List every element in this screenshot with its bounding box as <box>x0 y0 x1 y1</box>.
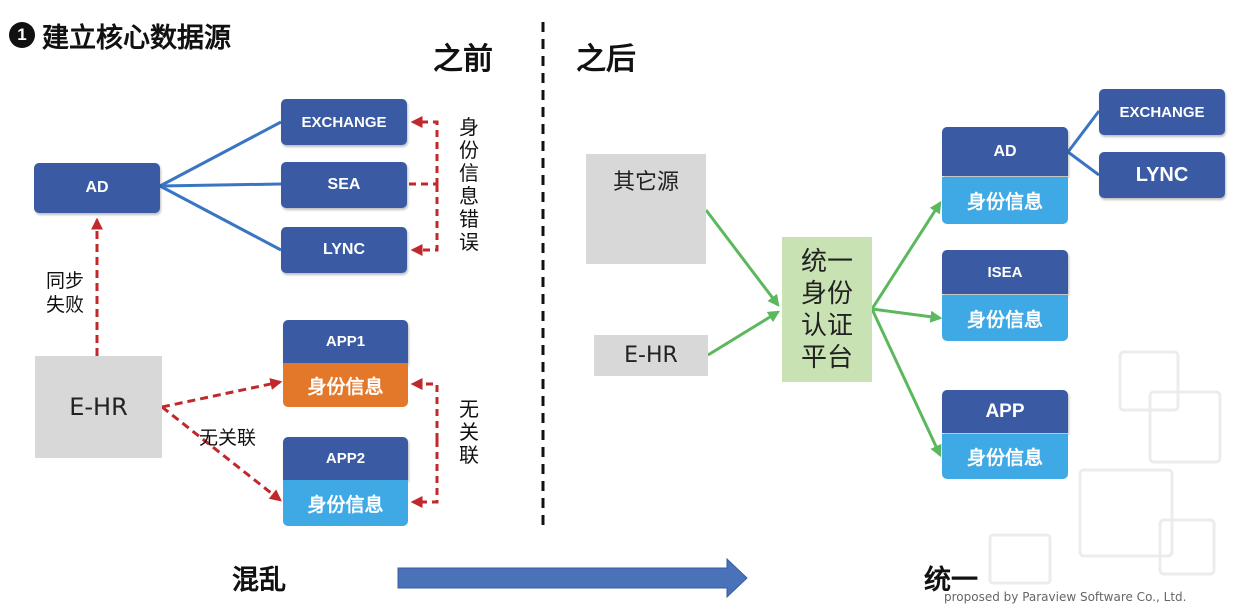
after-label: 之后 <box>576 42 636 77</box>
platform-box: 统一身份认证平台 <box>782 237 872 382</box>
title-bullet: 1 <box>9 22 35 48</box>
lync-box: LYNC <box>281 227 407 273</box>
chaos-label: 混乱 <box>232 565 286 596</box>
platform-arrows <box>870 200 943 458</box>
app2-identity-box: 身份信息 <box>283 480 408 526</box>
app-box-right: APP <box>942 390 1068 433</box>
app-identity-box: 身份信息 <box>942 434 1068 479</box>
unified-label: 统一 <box>924 565 978 596</box>
no-relation-vertical-label: 无关联 <box>459 397 479 467</box>
sync-fail-label-1: 同步 <box>46 270 85 292</box>
ad-links <box>159 120 282 252</box>
isea-box: ISEA <box>942 250 1068 294</box>
lync-box-right: LYNC <box>1099 152 1225 198</box>
exchange-box-right: EXCHANGE <box>1099 89 1225 135</box>
identity-error-bracket <box>409 116 439 256</box>
ad-identity-box: 身份信息 <box>942 177 1068 224</box>
isea-identity-box: 身份信息 <box>942 295 1068 341</box>
ehr-app-links <box>161 378 283 502</box>
sea-box: SEA <box>281 162 407 208</box>
transition-arrow <box>397 557 748 599</box>
ad-box: AD <box>34 163 160 213</box>
no-relation-bracket <box>410 378 439 508</box>
source-arrows <box>704 209 781 357</box>
ad-box-right: AD <box>942 127 1068 176</box>
watermark-graphic <box>988 350 1222 585</box>
ehr-box-left: E-HR <box>35 356 162 458</box>
ad-right-links <box>1066 110 1101 177</box>
app1-box: APP1 <box>283 320 408 363</box>
app1-identity-box: 身份信息 <box>283 363 408 407</box>
ehr-box-right: E-HR <box>594 335 708 376</box>
app2-box: APP2 <box>283 437 408 480</box>
identity-error-label: 身份信息错误 <box>459 115 479 254</box>
no-relation-label: 无关联 <box>199 427 257 449</box>
before-label: 之前 <box>433 42 493 77</box>
other-source-box: 其它源 <box>586 154 706 264</box>
exchange-box: EXCHANGE <box>281 99 407 145</box>
sync-fail-label-2: 失败 <box>46 294 85 316</box>
footer-credit: proposed by Paraview Software Co., Ltd. <box>944 590 1187 604</box>
slide-title: 建立核心数据源 <box>42 23 231 54</box>
